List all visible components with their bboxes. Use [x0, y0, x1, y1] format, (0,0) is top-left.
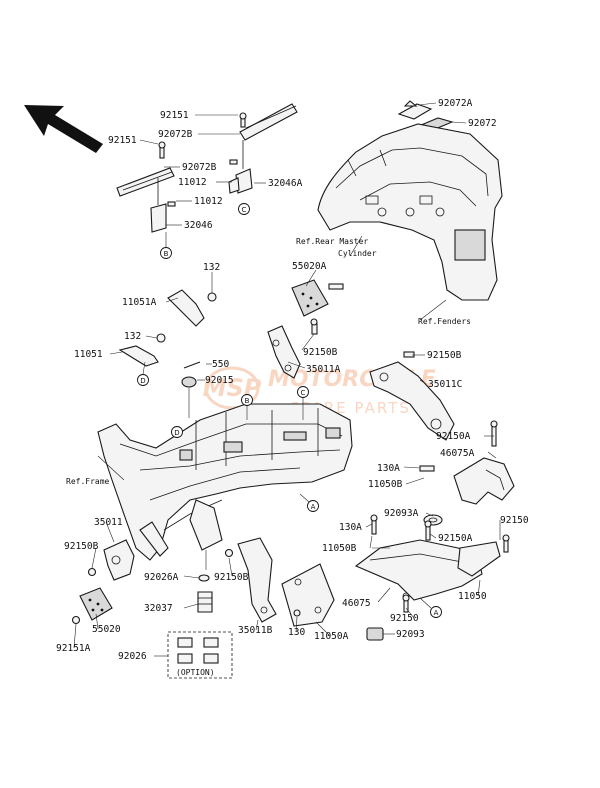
- callout-b-frame: B: [245, 397, 250, 405]
- label-11012-top: 11012: [178, 177, 207, 188]
- label-92150a-right: 92150A: [436, 431, 471, 442]
- label-92150-right: 92150: [500, 515, 529, 526]
- label-92150b-lower: 92150B: [214, 572, 249, 583]
- label-92026a: 92026A: [144, 572, 179, 583]
- bracket-35011b: [224, 537, 277, 623]
- label-92150a-mid: 92150A: [438, 533, 473, 544]
- label-130a-mid: 130A: [339, 522, 362, 533]
- ref-frame: Ref.Frame: [66, 477, 110, 486]
- main-frame: D B C A: [97, 386, 353, 561]
- label-32037: 32037: [144, 603, 173, 614]
- label-11051: 11051: [74, 349, 103, 360]
- leader-lines: [73, 102, 501, 657]
- label-92150-lower: 92150: [390, 613, 419, 624]
- label-46075a: 46075A: [440, 448, 475, 459]
- label-11050a: 11050A: [314, 631, 349, 642]
- strap-assembly-left: B: [116, 141, 176, 259]
- callout-d-left: D: [140, 377, 145, 385]
- label-11012-bottom: 11012: [194, 196, 223, 207]
- peg-bracket-right: [267, 279, 344, 379]
- label-32046a: 32046A: [268, 178, 303, 189]
- plate-11050a: [281, 563, 335, 627]
- label-92151-top: 92151: [160, 110, 189, 121]
- label-35011: 35011: [94, 517, 123, 528]
- label-11051a: 11051A: [122, 297, 157, 308]
- label-11050b-top: 11050B: [368, 479, 403, 490]
- label-132-mid: 132: [124, 331, 141, 342]
- ref-fenders: Ref.Fenders: [418, 317, 471, 326]
- part-labels: 92151 92072B 92151 92072B 11012 32046A 1…: [56, 98, 529, 662]
- callout-b-left: B: [164, 250, 169, 258]
- option-box: (OPTION): [167, 631, 233, 679]
- label-11050b-mid: 11050B: [322, 543, 357, 554]
- label-92026: 92026: [118, 651, 147, 662]
- grommets: [366, 514, 510, 641]
- label-92151-left: 92151: [108, 135, 137, 146]
- ref-rear-master-cylinder-line1: Ref.Rear Master: [296, 237, 368, 246]
- callout-d-frame: D: [174, 429, 179, 437]
- label-92093a: 92093A: [384, 508, 419, 519]
- label-35011a: 35011A: [306, 364, 341, 375]
- label-130: 130: [288, 627, 305, 638]
- label-11050: 11050: [458, 591, 487, 602]
- label-92072: 92072: [468, 118, 497, 129]
- label-130a-top: 130A: [377, 463, 400, 474]
- label-55020: 55020: [92, 624, 121, 635]
- label-46075: 46075: [342, 598, 371, 609]
- label-92151a: 92151A: [56, 643, 91, 654]
- rear-fender: [317, 123, 503, 301]
- label-35011b: 35011B: [238, 625, 273, 636]
- peg-bracket-left: [71, 539, 135, 625]
- label-550: 550: [212, 359, 229, 370]
- label-55020a: 55020A: [292, 261, 327, 272]
- label-32046: 32046: [184, 220, 213, 231]
- label-92093: 92093: [396, 629, 425, 640]
- reference-labels: Ref.Rear Master Cylinder Ref.Fenders Ref…: [66, 237, 471, 486]
- direction-arrow: [24, 105, 103, 153]
- strap-assembly-top: C: [228, 103, 298, 215]
- bracket-46075a: [419, 420, 515, 505]
- callout-c-frame: C: [301, 389, 306, 397]
- label-92072b-top: 92072B: [158, 129, 193, 140]
- clamps-11051: D: [118, 289, 217, 386]
- label-92150b-right: 92150B: [427, 350, 462, 361]
- small-parts-550: [181, 361, 201, 418]
- label-92015: 92015: [205, 375, 234, 386]
- label-92150b-left: 92150B: [64, 541, 99, 552]
- option-label: (OPTION): [176, 668, 215, 677]
- label-35011c: 35011C: [428, 379, 462, 390]
- callout-a-right: A: [434, 609, 439, 617]
- label-92072b-left: 92072B: [182, 162, 217, 173]
- label-92072a: 92072A: [438, 98, 473, 109]
- bracket-35011c: [369, 351, 455, 441]
- callout-c-top: C: [242, 206, 247, 214]
- bracket-46075: A: [354, 539, 501, 618]
- label-132-top: 132: [203, 262, 220, 273]
- watermark-logo-oval: [204, 366, 260, 410]
- spring-bolt: [197, 550, 213, 613]
- label-92150b-mid: 92150B: [303, 347, 338, 358]
- ref-rear-master-cylinder-line2: Cylinder: [338, 249, 377, 258]
- callout-a-frame: A: [311, 503, 316, 511]
